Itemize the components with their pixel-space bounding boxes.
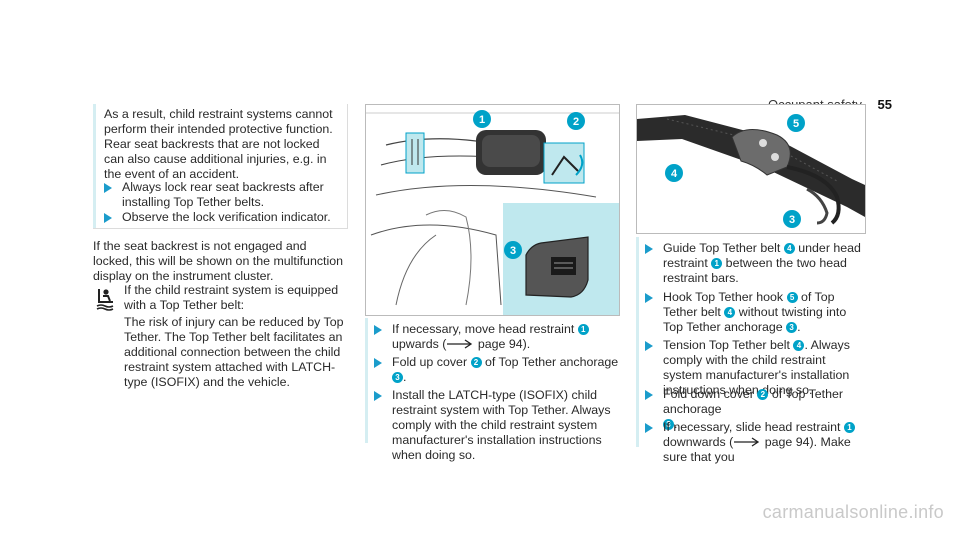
top-tether-note-body: The risk of injury can be reduced by Top… xyxy=(124,315,344,389)
bullet-arrow-icon xyxy=(645,244,653,254)
warning-frame xyxy=(93,104,348,229)
bullet-arrow-icon xyxy=(374,391,382,401)
bullet-arrow-icon xyxy=(645,390,653,400)
page-reference-arrow-icon xyxy=(447,339,473,349)
instruction-bar-right xyxy=(636,237,639,447)
right-step-1: Guide Top Tether belt 4 under head restr… xyxy=(645,241,867,286)
figure-top-tether-hook: 5 4 3 xyxy=(636,104,866,234)
figure-rear-seat-head-restraint: 1 2 3 xyxy=(365,104,620,316)
warning-bullet-2: Observe the lock verification indicator. xyxy=(104,210,342,225)
figure2-callout-4: 4 xyxy=(671,168,678,180)
mid-step-1: If necessary, move head restraint 1 upwa… xyxy=(374,322,619,352)
right-step-3: Tension Top Tether belt 4. Always comply… xyxy=(645,338,867,398)
lock-info-paragraph: If the seat backrest is not engaged and … xyxy=(93,239,344,283)
bullet-arrow-icon xyxy=(374,358,382,368)
figure1-callout-2: 2 xyxy=(573,116,579,128)
callout-2: 2 xyxy=(470,357,482,368)
callout-2: 2 xyxy=(757,389,769,400)
figure2-callout-3: 3 xyxy=(789,214,795,226)
page-link[interactable]: page 94 xyxy=(764,435,810,449)
callout-4: 4 xyxy=(783,243,795,254)
callout-1: 1 xyxy=(577,324,589,335)
page-number: 55 xyxy=(877,97,892,112)
top-tether-note-title: If the child restraint system is equippe… xyxy=(124,283,339,312)
right-step-4: Fold down cover 2 of Top Tether anchorag… xyxy=(645,387,867,432)
bullet-arrow-icon xyxy=(104,213,112,223)
callout-3: 3 xyxy=(392,372,403,383)
right-step-5: If necessary, slide head restraint 1 dow… xyxy=(645,420,867,465)
mid-step-3: Install the LATCH-type (ISOFIX) child re… xyxy=(374,388,619,463)
callout-5: 5 xyxy=(786,292,798,303)
instruction-bar-middle xyxy=(365,318,368,443)
callout-4: 4 xyxy=(793,340,805,351)
bullet-arrow-icon xyxy=(645,293,653,303)
callout-4: 4 xyxy=(724,307,736,318)
figure2-callout-5: 5 xyxy=(793,118,799,130)
bullet-arrow-icon xyxy=(645,341,653,351)
bullet-arrow-icon xyxy=(104,183,112,193)
callout-1: 1 xyxy=(711,258,723,269)
bullet-arrow-icon xyxy=(645,423,653,433)
mid-step-2: Fold up cover 2 of Top Tether anchorage … xyxy=(374,355,619,385)
figure1-callout-3: 3 xyxy=(510,245,516,257)
callout-1: 1 xyxy=(843,422,855,433)
child-seat-icon xyxy=(93,285,119,311)
right-step-2: Hook Top Tether hook 5 of Top Tether bel… xyxy=(645,290,867,335)
callout-3: 3 xyxy=(663,419,674,430)
bullet-arrow-icon xyxy=(374,325,382,335)
figure1-callout-1: 1 xyxy=(479,114,485,126)
callout-3: 3 xyxy=(786,322,798,333)
watermark: carmanualsonline.info xyxy=(762,502,944,522)
warning-intro: As a result, child restraint systems can… xyxy=(104,107,333,181)
page-link[interactable]: page 94 xyxy=(477,337,523,351)
warning-bullet-1: Always lock rear seat backrests after in… xyxy=(104,180,342,210)
page-reference-arrow-icon xyxy=(734,437,760,447)
warning-bar-left xyxy=(93,104,96,228)
